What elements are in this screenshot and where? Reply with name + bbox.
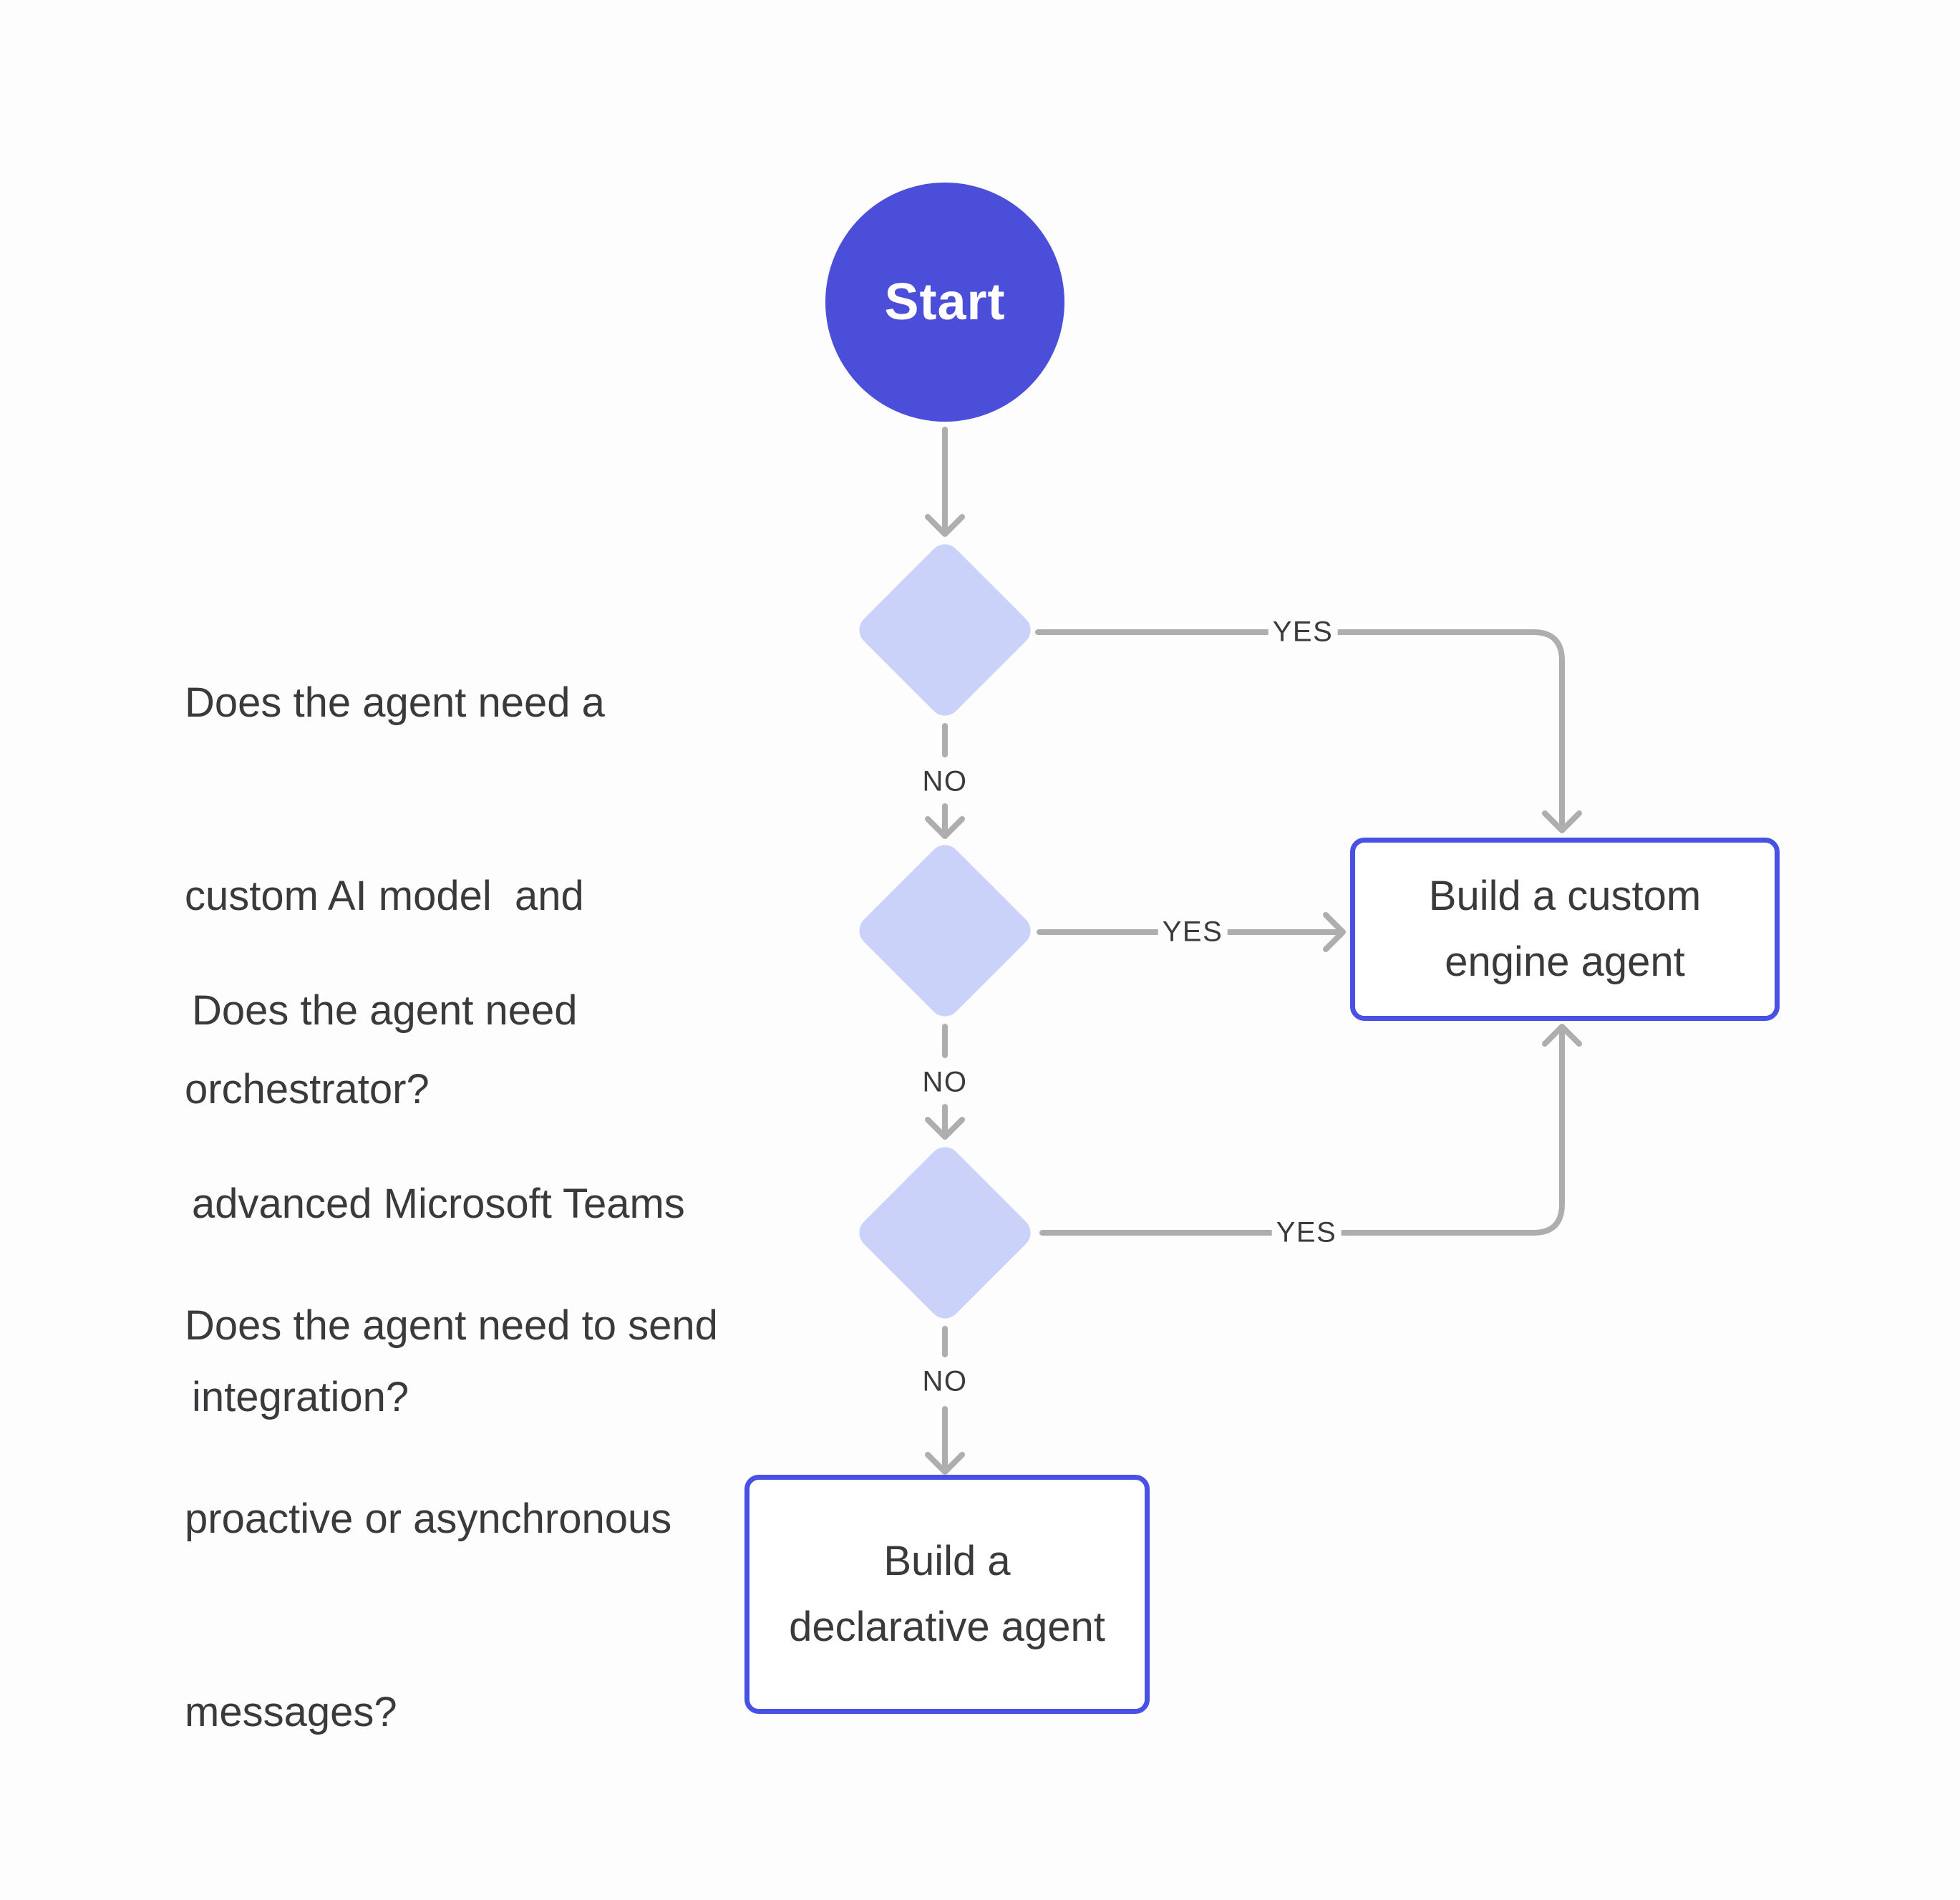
connector-decision3-yes-arrowhead-icon <box>1542 1024 1582 1047</box>
connector-decision1-no-arrowhead-icon <box>925 816 965 839</box>
question1-text: Does the agent need a custom AI model an… <box>185 542 605 1251</box>
connector-decision3-yes-line-curve <box>1334 1031 1565 1236</box>
decision1-no-label: NO <box>918 765 972 798</box>
question3-line1: Does the agent need to send <box>185 1302 718 1349</box>
connector-decision1-yes-arrowhead-icon <box>1542 810 1582 833</box>
decision1-yes-label: YES <box>1268 616 1338 649</box>
question2-line1: Does the agent need <box>192 987 578 1034</box>
question1-line3: orchestrator? <box>185 1066 430 1113</box>
decision3-yes-label: YES <box>1271 1216 1342 1249</box>
question2-line3: integration? <box>192 1374 409 1420</box>
question3-line3: messages? <box>185 1689 397 1735</box>
declarative-agent-label-line1: Build a <box>883 1538 1011 1584</box>
custom-engine-agent-box: Build a custom engine agent <box>1350 838 1780 1021</box>
connector-decision1-yes-line-curve <box>1331 629 1565 826</box>
decision2-yes-label: YES <box>1158 916 1228 949</box>
question1-line2: custom AI model and <box>185 873 584 919</box>
question2-line2: advanced Microsoft Teams <box>192 1181 685 1227</box>
declarative-agent-label-line2: declarative agent <box>789 1604 1105 1650</box>
start-node: Start <box>825 183 1064 422</box>
connector-start-to-decision1-arrowhead-icon <box>925 514 965 537</box>
declarative-agent-box: Build a declarative agent <box>744 1475 1150 1714</box>
question2-text: Does the agent need advanced Microsoft T… <box>192 850 685 1559</box>
question1-line1: Does the agent need a <box>185 679 605 726</box>
custom-engine-agent-label-line2: engine agent <box>1445 939 1685 985</box>
question3-text: Does the agent need to send proactive or… <box>185 1165 718 1874</box>
decision3-no-label: NO <box>918 1365 972 1398</box>
connector-decision2-yes-arrowhead-icon <box>1323 912 1346 952</box>
connector-decision3-no-arrowhead-icon <box>925 1452 965 1475</box>
question3-line2: proactive or asynchronous <box>185 1496 672 1542</box>
start-label: Start <box>884 273 1006 331</box>
custom-engine-agent-label-line1: Build a custom <box>1428 873 1702 919</box>
decision2-no-label: NO <box>918 1066 972 1099</box>
connector-decision2-no-arrowhead-icon <box>925 1117 965 1140</box>
